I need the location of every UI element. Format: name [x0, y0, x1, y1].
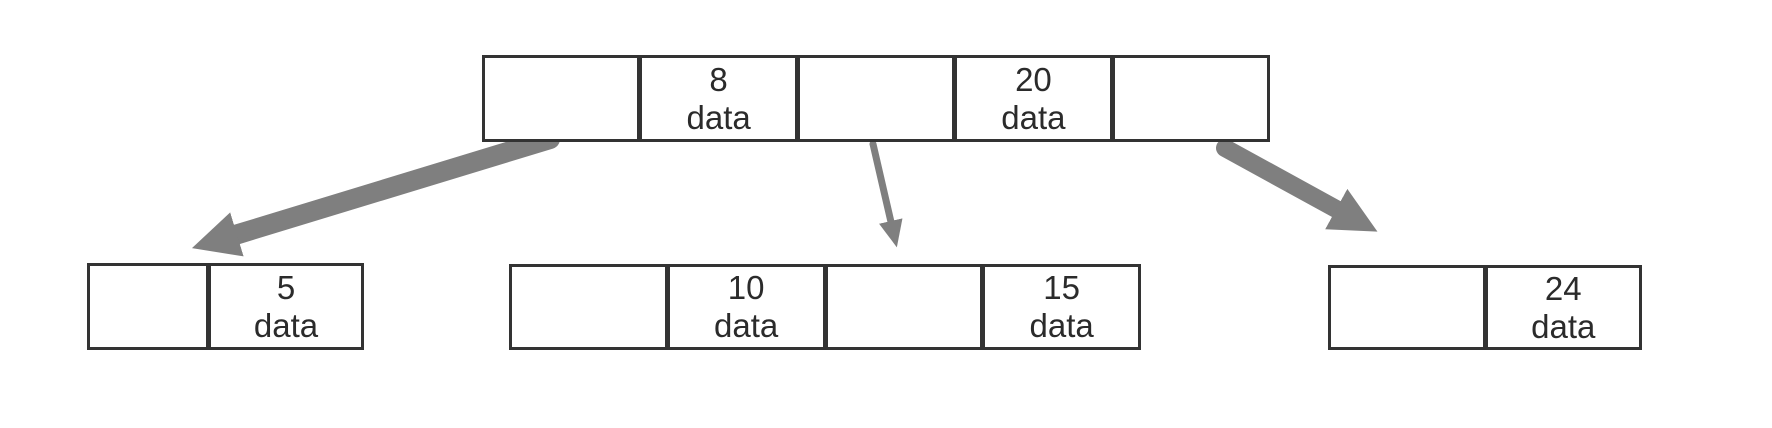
cell-data-label: data: [1029, 307, 1094, 344]
btree-node-right-child: 24 data: [1328, 265, 1642, 350]
btree-node-left-child: 5 data: [87, 263, 364, 350]
node-cell-pointer: [482, 55, 641, 142]
cell-key: 24: [1544, 269, 1582, 307]
cell-key: 20: [1015, 60, 1052, 98]
cell-data-label: data: [686, 98, 751, 136]
node-cell-pointer: [87, 263, 209, 350]
node-cell-key: 20 data: [954, 55, 1113, 142]
cell-data-label: data: [253, 306, 319, 344]
node-cell-key: 5 data: [208, 263, 364, 350]
edge-arrow-root-to-left-child: [191, 129, 560, 257]
node-cell-pointer: [824, 264, 984, 350]
cell-data-label: data: [1531, 307, 1596, 345]
btree-node-root: 8 data 20 data: [482, 55, 1271, 142]
node-cell-key: 24 data: [1484, 265, 1642, 350]
cell-key: 10: [727, 269, 765, 306]
cell-key: 5: [276, 268, 296, 306]
cell-key: 15: [1043, 269, 1080, 306]
cell-data-label: data: [1001, 98, 1066, 136]
node-cell-pointer: [1328, 265, 1486, 350]
node-cell-pointer: [796, 55, 956, 142]
edge-arrow-root-to-middle-child: [869, 140, 903, 248]
cell-key: 8: [709, 60, 728, 98]
node-cell-pointer: [509, 264, 668, 350]
node-cell-key: 10 data: [666, 264, 826, 350]
btree-node-middle-child: 10 data 15 data: [509, 264, 1141, 350]
cell-data-label: data: [714, 307, 779, 344]
node-cell-pointer: [1111, 55, 1271, 142]
edge-arrow-root-to-right-child: [1216, 139, 1378, 232]
node-cell-key: 8 data: [639, 55, 798, 142]
node-cell-key: 15 data: [982, 264, 1141, 350]
